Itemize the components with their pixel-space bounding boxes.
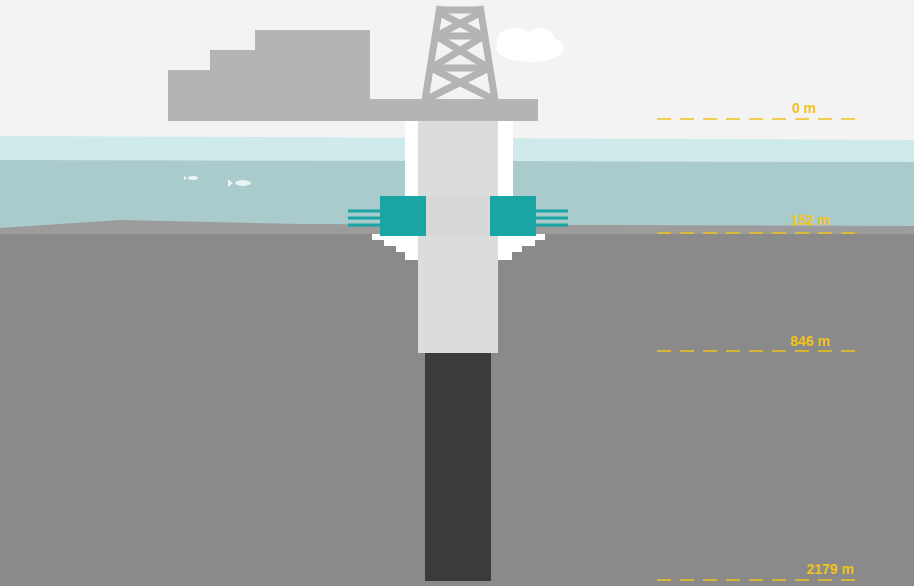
depth-label: 0 m [792,100,816,116]
riser [418,121,498,235]
platform-deck [168,99,538,121]
cloud [496,28,564,62]
sky [0,0,914,140]
casing [418,234,498,353]
derrick [425,6,495,100]
ground [0,234,914,586]
platform-building [168,30,370,100]
depth-label: 152 m [790,212,830,228]
fish [184,176,251,187]
blowout-preventer [348,196,568,236]
open-hole [425,353,491,581]
depth-label: 846 m [790,333,830,349]
depth-label: 2179 m [807,561,854,577]
depth-lines [657,119,856,580]
